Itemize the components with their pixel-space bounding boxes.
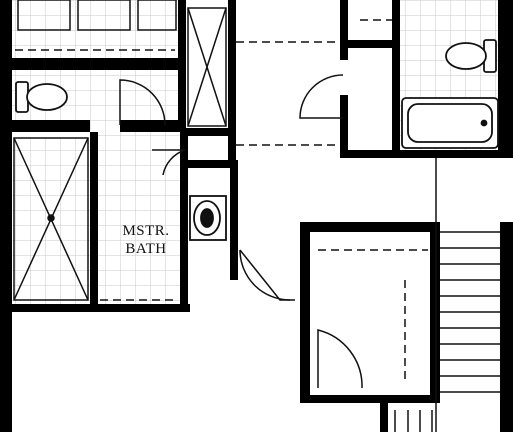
shower bbox=[13, 137, 89, 301]
room-label-line: MSTR. bbox=[122, 223, 170, 239]
toilet bbox=[445, 39, 497, 73]
room-label-master-bath: MSTR. BATH bbox=[108, 222, 184, 258]
doors bbox=[119, 74, 363, 389]
toilet bbox=[15, 81, 68, 113]
linen-closet bbox=[187, 7, 227, 127]
bathtub bbox=[401, 97, 499, 149]
closet-shelves bbox=[17, 0, 177, 31]
stairs bbox=[394, 158, 500, 432]
sink bbox=[189, 195, 227, 241]
room-label-line: BATH bbox=[125, 241, 167, 257]
dashed-lines bbox=[15, 19, 428, 380]
